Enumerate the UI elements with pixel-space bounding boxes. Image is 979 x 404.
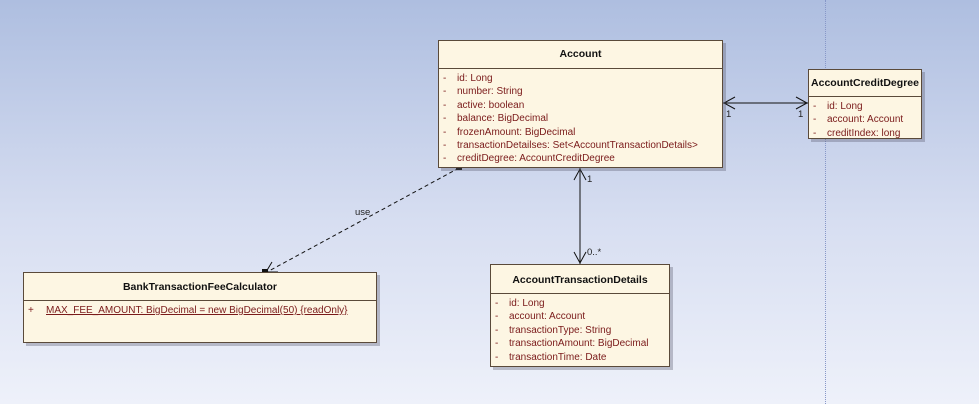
lifeline-divider (825, 0, 826, 404)
attribute-row: -active: boolean (443, 99, 525, 111)
class-account-transaction-details-attributes: -id: Long -account: Account -transaction… (491, 294, 669, 366)
class-account-credit-degree[interactable]: AccountCreditDegree -id: Long -account: … (808, 69, 922, 139)
attribute-row: -id: Long (813, 101, 863, 112)
attribute-row: -id: Long (443, 73, 493, 84)
multiplicity-account-details-top: 1 (587, 174, 593, 185)
class-account-attributes: -id: Long -number: String -active: boole… (439, 69, 722, 168)
attribute-row: -transactionType: String (495, 324, 612, 336)
attribute-row: -number: String (443, 86, 523, 98)
class-bank-transaction-fee-calculator-title: BankTransactionFeeCalculator (24, 273, 376, 301)
use-label: use (355, 207, 371, 218)
use-dependency (266, 167, 460, 273)
class-account-transaction-details[interactable]: AccountTransactionDetails -id: Long -acc… (490, 264, 670, 367)
class-account[interactable]: Account -id: Long -number: String -activ… (438, 40, 723, 168)
attribute-row: -transactionDetailses: Set<AccountTransa… (443, 139, 698, 151)
attribute-row: -account: Account (495, 311, 586, 323)
attribute-row: -frozenAmount: BigDecimal (443, 126, 576, 138)
arrowhead-credit-side (795, 96, 809, 110)
attribute-row: -balance: BigDecimal (443, 113, 549, 125)
attribute-row: -transactionAmount: BigDecimal (495, 338, 649, 350)
class-account-credit-degree-attributes: -id: Long -account: Account -creditIndex… (809, 97, 921, 142)
arrowhead-account-top (573, 167, 587, 181)
class-account-transaction-details-title: AccountTransactionDetails (491, 265, 669, 294)
class-account-credit-degree-title: AccountCreditDegree (809, 70, 921, 97)
attribute-row: -id: Long (495, 298, 545, 309)
class-account-title: Account (439, 41, 722, 69)
arrowhead-details-bottom (573, 251, 587, 265)
attribute-row: -creditIndex: long (813, 127, 901, 139)
attribute-row: +MAX_FEE_AMOUNT: BigDecimal = new BigDec… (28, 305, 348, 316)
class-bank-transaction-fee-calculator-attributes: +MAX_FEE_AMOUNT: BigDecimal = new BigDec… (24, 301, 376, 319)
attribute-row: -account: Account (813, 114, 904, 126)
multiplicity-account-credit-left: 1 (726, 109, 732, 120)
multiplicity-account-details-bottom: 0..* (587, 247, 602, 258)
multiplicity-account-credit-right: 1 (798, 109, 804, 120)
class-bank-transaction-fee-calculator[interactable]: BankTransactionFeeCalculator +MAX_FEE_AM… (23, 272, 377, 343)
arrowhead-account-side (722, 96, 736, 110)
attribute-row: -creditDegree: AccountCreditDegree (443, 153, 615, 165)
attribute-row: -transactionTime: Date (495, 351, 607, 363)
